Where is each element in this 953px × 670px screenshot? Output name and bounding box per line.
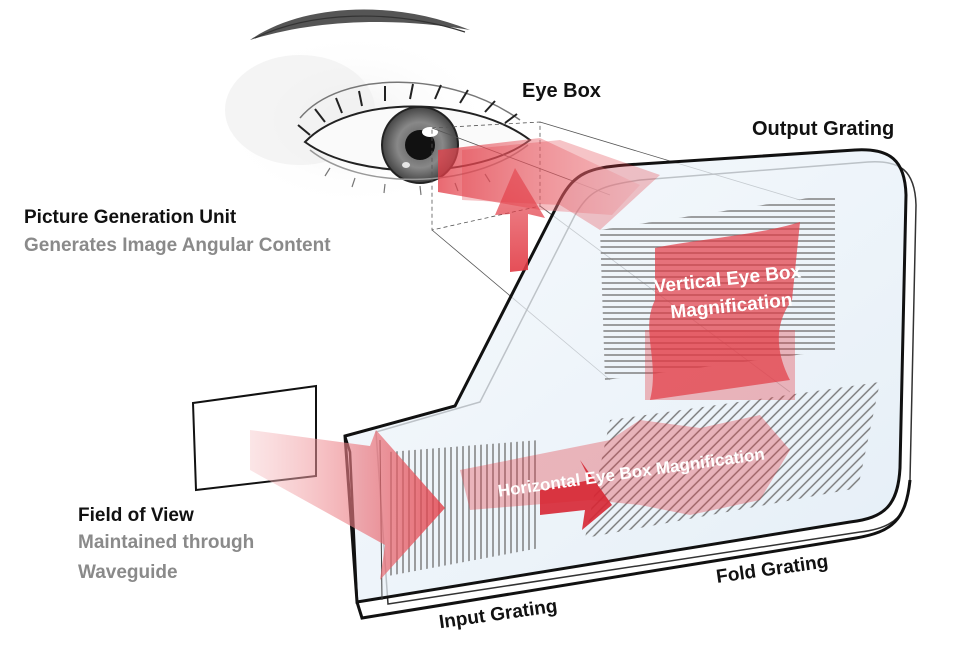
eye-box-label: Eye Box [522,80,601,102]
fov-subtitle-line2: Waveguide [78,562,178,583]
light-beams [250,138,800,580]
input-grating [388,440,540,576]
pgu-subtitle: Generates Image Angular Content [24,235,331,256]
output-grating-label: Output Grating [752,118,895,140]
fold-grating [585,382,880,538]
fov-subtitle-line1: Maintained through [78,532,255,553]
fov-title: Field of View [78,505,194,526]
pgu-title: Picture Generation Unit [24,207,237,228]
